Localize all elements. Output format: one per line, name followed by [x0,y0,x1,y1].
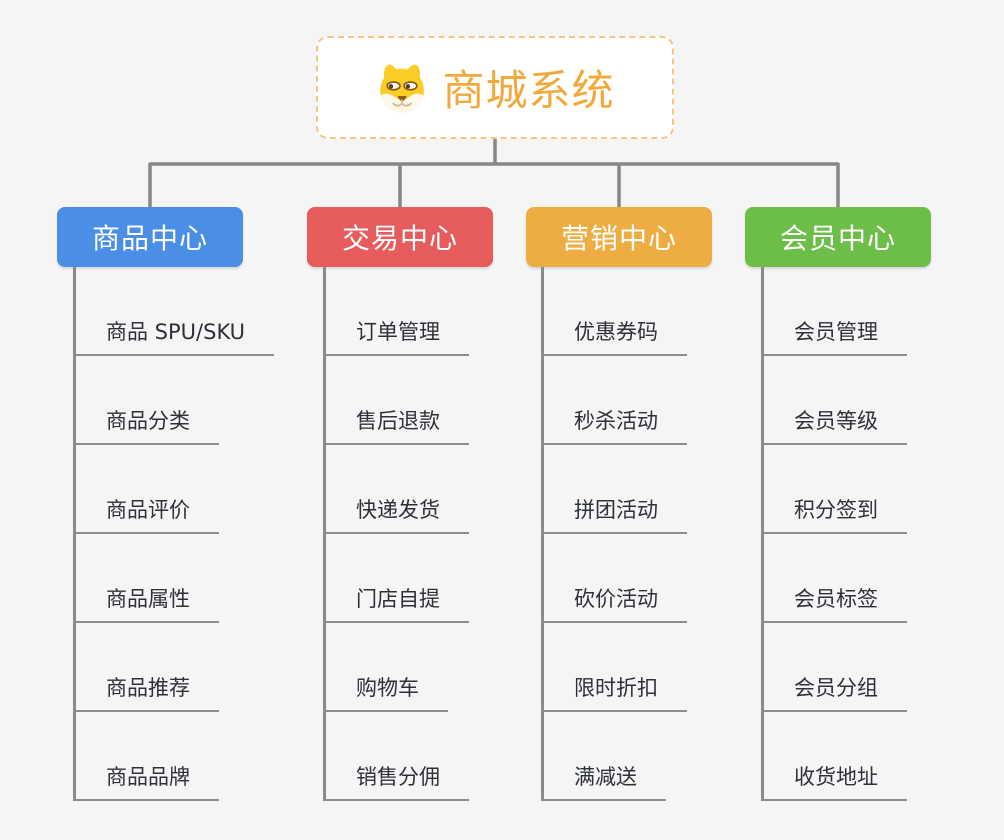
subtopic-row: 积分签到 [761,445,907,534]
subtopic-row: 销售分佣 [323,712,469,801]
subtopic[interactable]: 会员管理 [761,320,907,356]
subtopic[interactable]: 收货地址 [761,765,907,801]
subtopic-row: 会员分组 [761,623,907,712]
subtopic[interactable]: 商品推荐 [73,676,219,712]
subtopic[interactable]: 商品品牌 [73,765,219,801]
subtopic-row: 快递发货 [323,445,469,534]
subtopic-row: 商品评价 [73,445,274,534]
subtopic-row: 购物车 [323,623,469,712]
subtopic[interactable]: 积分签到 [761,498,907,534]
subtopic[interactable]: 限时折扣 [541,676,687,712]
branch-children-product-center: 商品 SPU/SKU 商品分类 商品评价 商品属性 商品推荐 商品品牌 [73,267,275,801]
shiba-dog-icon [375,61,429,115]
subtopic-row: 满减送 [541,712,687,801]
subtopic-row: 订单管理 [323,267,469,356]
subtopic-row: 秒杀活动 [541,356,687,445]
subtopic[interactable]: 门店自提 [323,587,469,623]
subtopic-row: 商品 SPU/SKU [73,267,275,356]
subtopic-row: 门店自提 [323,534,469,623]
subtopic[interactable]: 售后退款 [323,409,469,445]
subtopic[interactable]: 会员等级 [761,409,907,445]
subtopic-row: 收货地址 [761,712,907,801]
subtopic[interactable]: 会员标签 [761,587,907,623]
root-node[interactable]: 商城系统 [316,36,674,139]
subtopic[interactable]: 订单管理 [323,320,469,356]
subtopic[interactable]: 商品属性 [73,587,219,623]
subtopic-row: 拼团活动 [541,445,687,534]
subtopic-row: 商品品牌 [73,712,274,801]
subtopic[interactable]: 会员分组 [761,676,907,712]
subtopic-row: 会员等级 [761,356,907,445]
branch-node-member-center[interactable]: 会员中心 [745,207,931,267]
subtopic-row: 限时折扣 [541,623,687,712]
subtopic-row: 售后退款 [323,356,469,445]
subtopic-row: 优惠券码 [541,267,687,356]
subtopic[interactable]: 满减送 [541,765,666,801]
branch-children-marketing-center: 优惠券码 秒杀活动 拼团活动 砍价活动 限时折扣 满减送 [541,267,687,801]
subtopic[interactable]: 秒杀活动 [541,409,687,445]
branch-node-marketing-center[interactable]: 营销中心 [526,207,712,267]
subtopic-row: 砍价活动 [541,534,687,623]
subtopic-row: 商品属性 [73,534,274,623]
subtopic-row: 会员标签 [761,534,907,623]
subtopic[interactable]: 砍价活动 [541,587,687,623]
branch-node-product-center[interactable]: 商品中心 [57,207,243,267]
subtopic-row: 商品分类 [73,356,274,445]
root-title: 商城系统 [442,66,615,115]
branch-children-member-center: 会员管理 会员等级 积分签到 会员标签 会员分组 收货地址 [761,267,907,801]
subtopic[interactable]: 拼团活动 [541,498,687,534]
subtopic[interactable]: 优惠券码 [541,320,687,356]
subtopic-row: 会员管理 [761,267,907,356]
subtopic[interactable]: 商品 SPU/SKU [73,320,275,356]
subtopic[interactable]: 快递发货 [323,498,469,534]
subtopic[interactable]: 商品评价 [73,498,219,534]
subtopic[interactable]: 销售分佣 [323,765,469,801]
branch-children-trade-center: 订单管理 售后退款 快递发货 门店自提 购物车 销售分佣 [323,267,469,801]
subtopic[interactable]: 购物车 [323,676,448,712]
subtopic-row: 商品推荐 [73,623,274,712]
subtopic[interactable]: 商品分类 [73,409,219,445]
branch-node-trade-center[interactable]: 交易中心 [307,207,493,267]
